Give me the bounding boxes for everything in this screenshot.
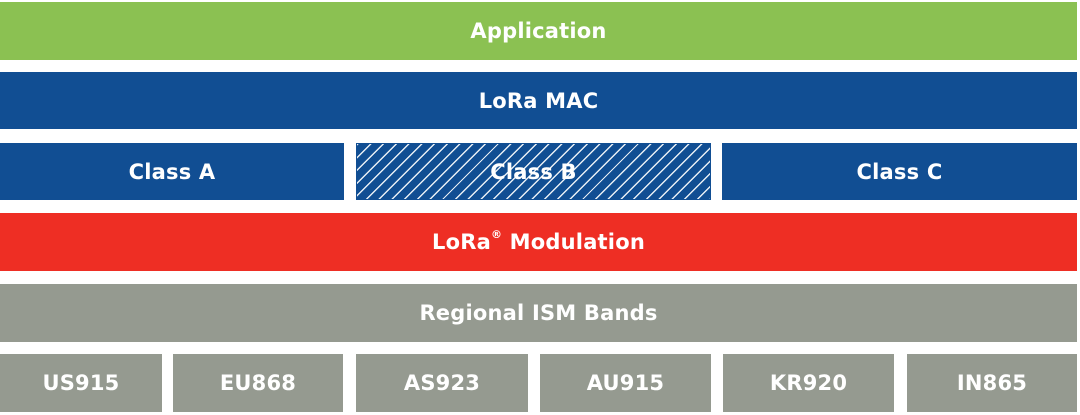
band-label: US915 bbox=[42, 371, 120, 395]
class-a-label: Class A bbox=[128, 159, 216, 184]
band-kr920: KR920 bbox=[723, 354, 894, 412]
lora-mac-label: LoRa MAC bbox=[478, 88, 599, 113]
class-c-label: Class C bbox=[856, 159, 943, 184]
lora-modulation-layer: LoRa® Modulation bbox=[0, 213, 1077, 271]
class-b-label: Class B bbox=[490, 159, 577, 184]
band-label: IN865 bbox=[956, 371, 1028, 395]
band-label: EU868 bbox=[219, 371, 297, 395]
modulation-label-suffix: Modulation bbox=[502, 230, 645, 254]
lora-mac-layer: LoRa MAC bbox=[0, 72, 1077, 129]
band-label: KR920 bbox=[769, 371, 848, 395]
band-label: AS923 bbox=[403, 371, 481, 395]
band-label: AU915 bbox=[586, 371, 665, 395]
registered-mark: ® bbox=[490, 228, 503, 241]
application-layer: Application bbox=[0, 2, 1077, 60]
class-b-block: Class B bbox=[356, 143, 711, 200]
class-a-block: Class A bbox=[0, 143, 344, 200]
ism-label: Regional ISM Bands bbox=[419, 301, 658, 325]
regional-ism-bands-layer: Regional ISM Bands bbox=[0, 284, 1077, 342]
band-us915: US915 bbox=[0, 354, 162, 412]
application-label: Application bbox=[470, 19, 607, 43]
band-as923: AS923 bbox=[356, 354, 528, 412]
class-c-block: Class C bbox=[722, 143, 1077, 200]
modulation-label: LoRa® Modulation bbox=[432, 228, 645, 254]
band-in865: IN865 bbox=[907, 354, 1077, 412]
band-eu868: EU868 bbox=[173, 354, 343, 412]
modulation-label-main: LoRa bbox=[432, 230, 491, 254]
band-au915: AU915 bbox=[540, 354, 711, 412]
